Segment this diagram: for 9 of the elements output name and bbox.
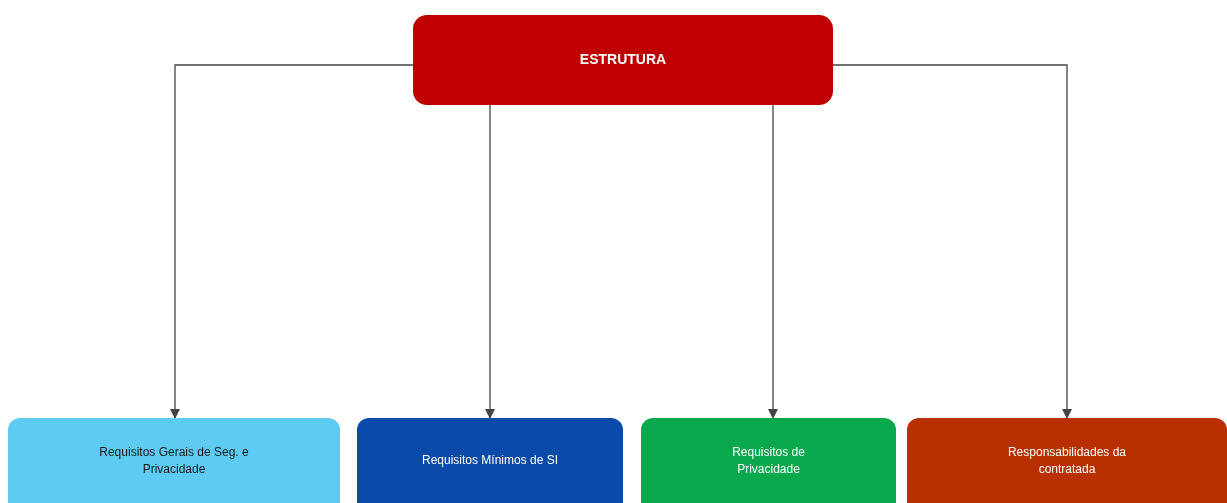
category-box: Requisitos Gerais de Seg. e Privacidade	[8, 418, 340, 503]
arrow	[768, 104, 778, 419]
heading-box: ESTRUTURA	[413, 15, 833, 105]
arrow	[170, 64, 414, 419]
category-box: Requisitos Mínimos de SI	[357, 418, 623, 503]
category-box: Responsabilidades da contratada	[907, 418, 1227, 503]
arrow	[832, 64, 1072, 419]
category-box: Requisitos de Privacidade	[641, 418, 896, 503]
arrow	[485, 104, 495, 419]
